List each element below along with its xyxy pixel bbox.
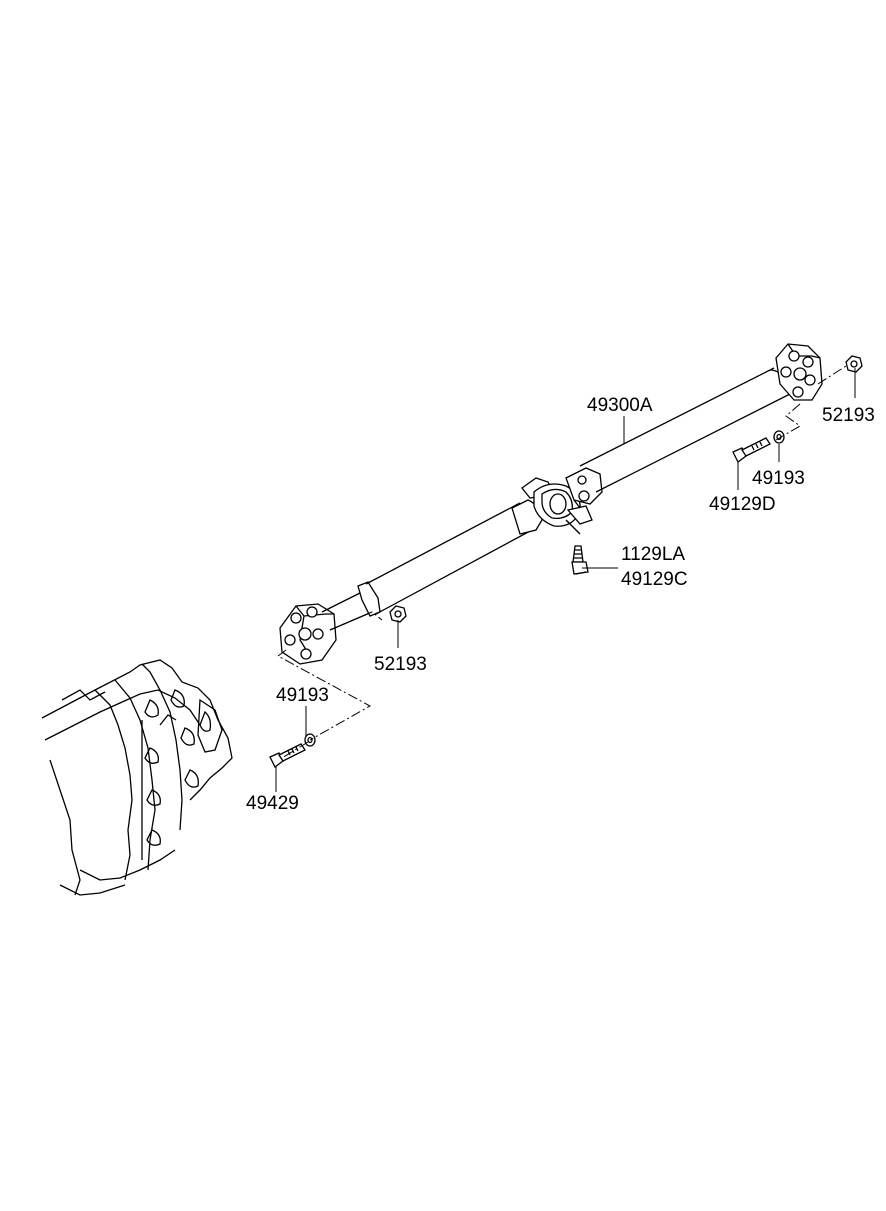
rear-washer: [773, 430, 785, 444]
label-rear-bolt: 49129D: [709, 494, 776, 515]
label-bearing-bolt-alt: 49129C: [621, 569, 688, 590]
label-front-washer: 49193: [276, 685, 329, 706]
front-nut: [389, 605, 407, 623]
rear-flex-coupling: [775, 343, 823, 401]
rear-bolt: [732, 437, 771, 463]
rear-nut: [845, 355, 863, 373]
leader-lines: [275, 368, 856, 792]
label-rear-washer: 49193: [752, 468, 805, 489]
front-flex-coupling: [279, 603, 337, 665]
label-rear-nut: 52193: [822, 405, 875, 426]
label-front-bolt: 49429: [246, 793, 299, 814]
transmission-housing: [41, 659, 233, 896]
assembly-guide-lines: [277, 365, 847, 759]
bearing-bolt: [571, 545, 589, 575]
front-shaft-tube: [321, 499, 543, 631]
label-bearing-bolt: 1129LA: [621, 544, 685, 565]
front-bolt: [269, 743, 306, 768]
label-front-nut: 52193: [374, 654, 427, 675]
label-shaft: 49300A: [587, 395, 653, 416]
center-universal-joint: [565, 467, 603, 509]
